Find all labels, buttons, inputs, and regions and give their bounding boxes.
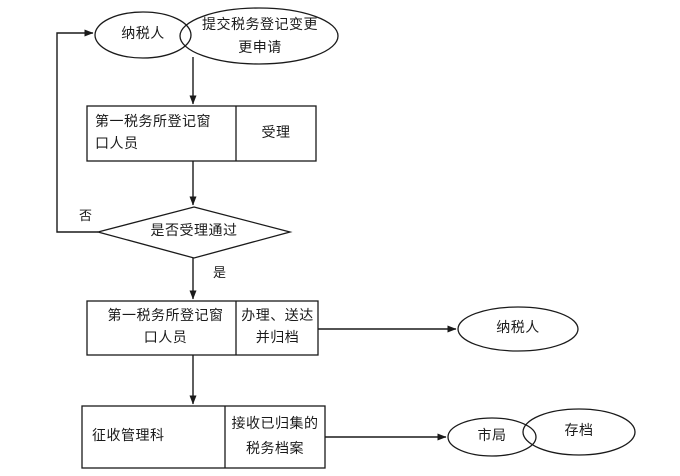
node-submit-request-shape[interactable] (179, 7, 339, 65)
edge-label-no: 否 (79, 208, 93, 223)
node-collection-dept-shape[interactable] (81, 405, 326, 469)
node-decision-shape[interactable] (95, 206, 293, 259)
node-city-bureau-shape[interactable] (447, 417, 537, 457)
node-office-clerk-2-shape[interactable] (86, 300, 319, 356)
node-taxpayer-start-shape[interactable] (94, 11, 192, 59)
edge-decision-no-loop (56, 29, 98, 233)
node-office-clerk-1-shape[interactable] (86, 105, 317, 162)
edge-label-yes: 是 (213, 265, 227, 280)
node-taxpayer-end-shape[interactable] (457, 306, 579, 352)
node-archive-shape[interactable] (522, 408, 636, 456)
